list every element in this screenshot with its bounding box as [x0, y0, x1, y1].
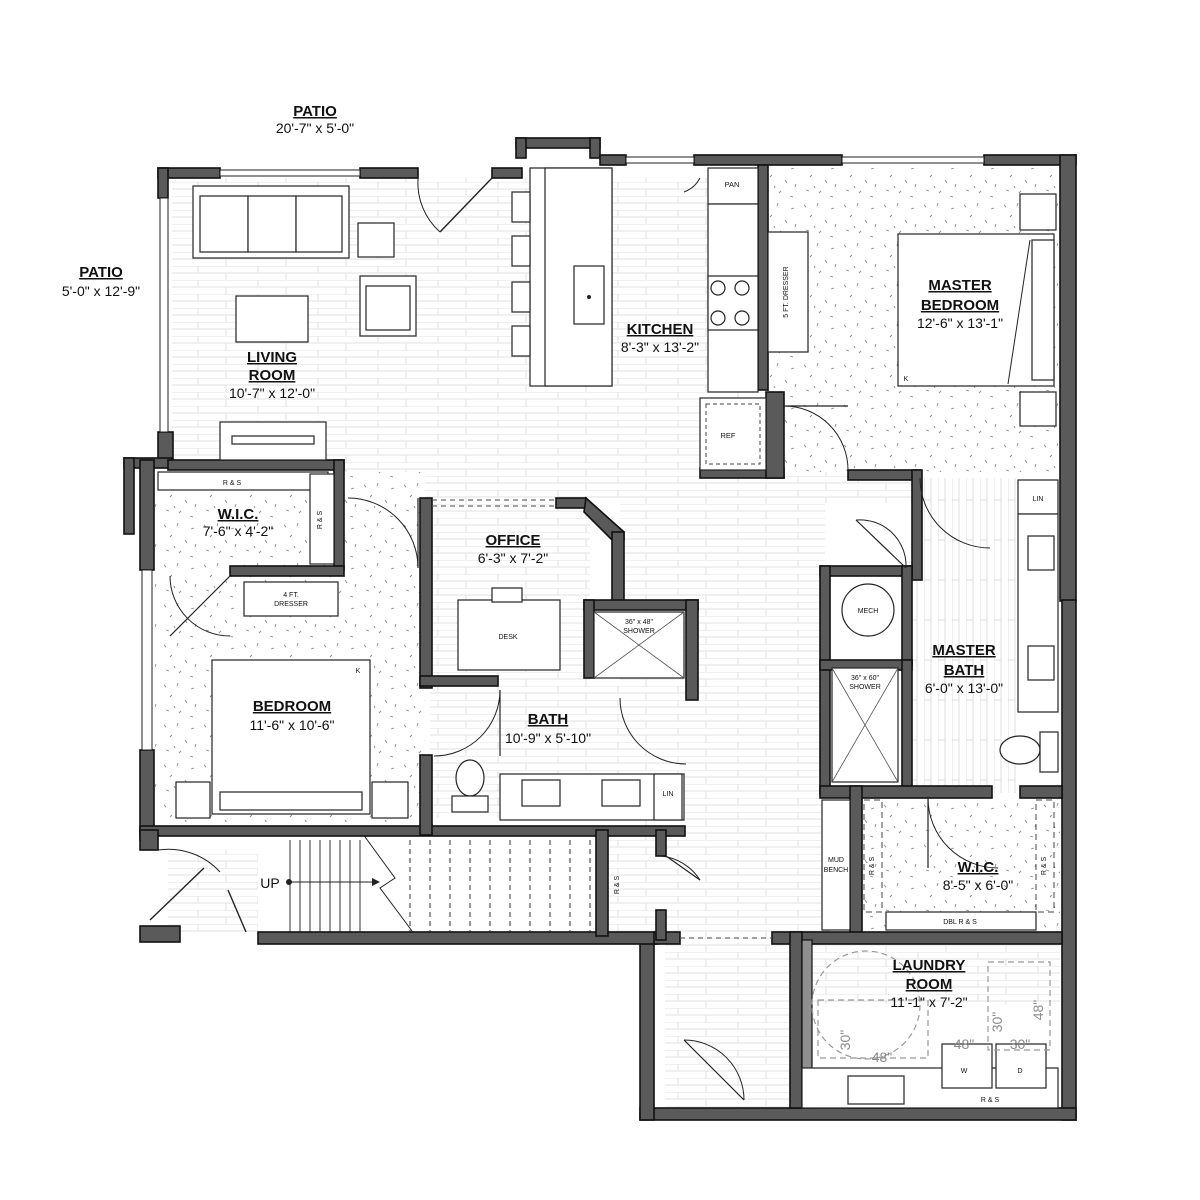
kitchen-dim: 8'-3" x 13'-2"	[621, 339, 699, 355]
living-room-furniture	[192, 185, 417, 461]
shower-36x60-label-1: 36" x 60"	[851, 675, 879, 682]
walls	[123, 137, 1077, 1121]
shower-36x48-label-2: SHOWER	[623, 628, 655, 635]
laundry-room-name-1: LAUNDRY	[893, 957, 966, 974]
kitchen-name: KITCHEN	[627, 321, 694, 338]
mud-bench-label-1: MUD	[828, 857, 844, 864]
patio-top-dim: 20'-7" x 5'-0"	[276, 120, 354, 136]
bath-name: BATH	[528, 711, 569, 728]
office-furniture	[457, 587, 561, 671]
up-label: UP	[260, 875, 279, 891]
fixture-labels: PAN REF 5 FT. DRESSER K R & S R & S 4 FT…	[223, 180, 1048, 1104]
rs-label-hall: R & S	[614, 876, 621, 895]
clear-48-label-washer: 48"	[954, 1036, 975, 1052]
patio-left-dim: 5'-0" x 12'-9"	[62, 283, 140, 299]
kitchen-fixtures	[511, 167, 767, 471]
room-labels: PATIO 20'-7" x 5'-0" PATIO 5'-0" x 12'-9…	[62, 103, 1013, 1010]
laundry-room-name-2: ROOM	[906, 976, 953, 993]
mud-bench-label-2: BENCH	[824, 867, 849, 874]
rs-label-laundry: R & S	[981, 1097, 1000, 1104]
master-bedroom-dim: 12'-6" x 13'-1"	[917, 315, 1003, 331]
master-bedroom-furniture	[767, 193, 1057, 427]
office-dim: 6'-3" x 7'-2"	[478, 550, 549, 566]
dresser-4ft-label-1: 4 FT.	[283, 592, 299, 599]
patio-top-name: PATIO	[293, 103, 337, 120]
living-room-dim: 10'-7" x 12'-0"	[229, 385, 315, 401]
living-room-name-1: LIVING	[247, 349, 297, 366]
clear-30-label-right: 30"	[989, 1012, 1005, 1033]
rs-label-wic-right-right: R & S	[1041, 857, 1048, 876]
pan-label: PAN	[725, 180, 740, 189]
shower-36x48-label-1: 36" x 48"	[625, 619, 653, 626]
wic-left-dim: 7'-6" x 4'-2"	[203, 523, 274, 539]
k-label-bedroom: K	[356, 668, 361, 675]
rs-label-wic-left: R & S	[223, 480, 242, 487]
dresser-4ft-label-2: DRESSER	[274, 601, 308, 608]
dresser-5ft-label: 5 FT. DRESSER	[783, 266, 790, 317]
wic-right-dim: 8'-5" x 6'-0"	[943, 877, 1014, 893]
stairs	[286, 829, 591, 936]
laundry-fixtures	[801, 950, 1059, 1109]
mech-label: MECH	[858, 608, 879, 615]
bath-fixtures	[451, 611, 685, 821]
living-room-name-2: ROOM	[249, 367, 296, 384]
rs-label-wic-right-left: R & S	[869, 857, 876, 876]
k-label-master: K	[904, 376, 909, 383]
rs-label-wic-left-side: R & S	[317, 511, 324, 530]
lin-label-master-bath: LIN	[1033, 496, 1044, 503]
desk-label: DESK	[498, 634, 517, 641]
dbl-rs-label: DBL R & S	[943, 919, 977, 926]
washer-label: W	[961, 1068, 968, 1075]
shower-36x60-label-2: SHOWER	[849, 684, 881, 691]
master-bath-name-1: MASTER	[932, 642, 996, 659]
clear-48-label-right: 48"	[1030, 1000, 1046, 1021]
doors	[149, 177, 999, 1101]
laundry-room-dim: 11'-1" x 7'-2"	[890, 994, 967, 1010]
bedroom-furniture	[157, 471, 409, 819]
master-bath-fixtures	[831, 479, 1059, 783]
wic-right-name: W.I.C.	[958, 859, 999, 876]
office-name: OFFICE	[486, 532, 541, 549]
bedroom-name: BEDROOM	[253, 698, 331, 715]
master-bedroom-name-1: MASTER	[928, 277, 992, 294]
wic-right-fixtures	[821, 799, 1055, 931]
windows	[141, 156, 985, 751]
master-bath-dim: 6'-0" x 13'-0"	[925, 680, 1003, 696]
clear-30-label-left: 30"	[837, 1030, 853, 1051]
wic-left-name: W.I.C.	[218, 506, 259, 523]
clear-48-label-left: 48"	[872, 1049, 893, 1065]
lin-label-bath: LIN	[663, 791, 674, 798]
ref-label: REF	[721, 431, 736, 440]
dryer-label: D	[1017, 1068, 1022, 1075]
bedroom-dim: 11'-6" x 10'-6"	[249, 717, 334, 733]
clear-30-label-dryer: 30"	[1010, 1036, 1031, 1052]
bath-dim: 10'-9" x 5'-10"	[505, 730, 591, 746]
patio-left-name: PATIO	[79, 264, 123, 281]
master-bedroom-name-2: BEDROOM	[921, 297, 999, 314]
master-bath-name-2: BATH	[944, 662, 985, 679]
